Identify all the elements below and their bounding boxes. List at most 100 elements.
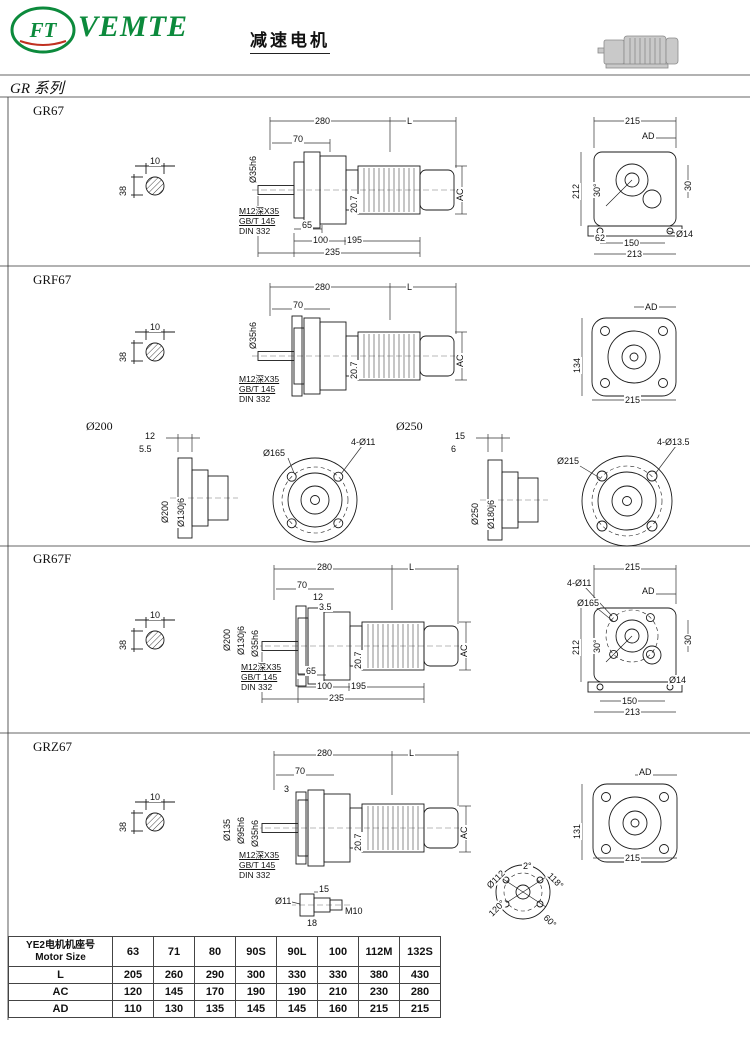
dim-label: 30° bbox=[592, 182, 602, 198]
dim-label: 10 bbox=[149, 156, 162, 166]
dim-label: 235 bbox=[324, 247, 342, 257]
dim-label: 38 bbox=[118, 184, 128, 197]
dim-label: Ø180j6 bbox=[486, 498, 496, 530]
dim-label: L bbox=[408, 748, 416, 758]
dim-label: Ø130j6 bbox=[176, 496, 186, 528]
dim-label: Ø200 bbox=[160, 499, 170, 524]
dim-label: 65 bbox=[301, 220, 314, 230]
dim-label: 15 bbox=[318, 884, 331, 894]
thread-note: DIN 332 bbox=[240, 682, 274, 692]
dim-label: AD bbox=[644, 302, 659, 312]
dim-label: L bbox=[406, 116, 414, 126]
dim-label: 131 bbox=[572, 822, 582, 840]
dim-label: 38 bbox=[118, 350, 128, 363]
dim-label: 3.5 bbox=[318, 602, 333, 612]
dim-label: L bbox=[406, 282, 414, 292]
dim-label: 100 bbox=[312, 235, 330, 245]
row-label: AC bbox=[8, 983, 113, 1001]
dim-label: AD bbox=[638, 767, 653, 777]
dim-label: 212 bbox=[571, 638, 581, 656]
dim-label: Ø165 bbox=[576, 598, 601, 608]
table-header-cell: 71 bbox=[153, 936, 195, 967]
table-header-cell: 100 bbox=[317, 936, 359, 967]
dim-label: 150 bbox=[623, 238, 641, 248]
dim-label: 215 bbox=[624, 853, 642, 863]
dim-label: Ø215 bbox=[556, 456, 581, 466]
dim-label: 150 bbox=[621, 696, 639, 706]
dim-label: 213 bbox=[624, 707, 642, 717]
dim-label: M10 bbox=[344, 906, 364, 916]
section-title: GRZ67 bbox=[33, 739, 72, 754]
thread-note: GB/T 145 bbox=[240, 672, 279, 682]
flange-title: Ø250 bbox=[396, 419, 423, 433]
dim-label: AD bbox=[641, 586, 656, 596]
thread-note: GB/T 145 bbox=[238, 216, 277, 226]
thread-note: GB/T 145 bbox=[238, 384, 277, 394]
dim-label: 134 bbox=[572, 356, 582, 374]
dim-label: 4-Ø11 bbox=[350, 437, 377, 447]
dim-label: 280 bbox=[316, 562, 334, 572]
dim-label: 4-Ø11 bbox=[566, 578, 593, 588]
table-cell: 190 bbox=[276, 983, 318, 1001]
table-cell: 430 bbox=[399, 966, 441, 984]
table-header-cell: 80 bbox=[194, 936, 236, 967]
table-header-cell: YE2电机机座号 Motor Size bbox=[8, 936, 113, 967]
dim-label: Ø200 bbox=[222, 627, 232, 652]
table-cell: 215 bbox=[358, 1000, 400, 1018]
dim-label: Ø11 bbox=[274, 896, 293, 906]
dim-label: 38 bbox=[118, 820, 128, 833]
dim-label: Ø95h6 bbox=[236, 815, 246, 845]
dim-label: 38 bbox=[118, 638, 128, 651]
dim-label: 100 bbox=[316, 681, 334, 691]
thread-note: M12深X35 bbox=[240, 662, 283, 672]
table-header-line1: YE2电机机座号 bbox=[26, 939, 95, 951]
dim-label: L bbox=[408, 562, 416, 572]
dim-label: AC bbox=[459, 643, 469, 658]
dim-label: 70 bbox=[292, 300, 305, 310]
spec-table: YE2电机机座号 Motor Size 63 71 80 90S 90L 100… bbox=[8, 936, 441, 1018]
dim-label: 20.7 bbox=[349, 360, 359, 380]
table-cell: 110 bbox=[112, 1000, 154, 1018]
table-cell: 330 bbox=[276, 966, 318, 984]
thread-note: M12深X35 bbox=[238, 206, 281, 216]
dim-label: Ø35h6 bbox=[250, 818, 260, 848]
dim-label: 212 bbox=[571, 182, 581, 200]
dim-label: AC bbox=[455, 187, 465, 202]
dim-label: 70 bbox=[292, 134, 305, 144]
thread-note: DIN 332 bbox=[238, 394, 272, 404]
dim-label: AC bbox=[455, 353, 465, 368]
dim-label: 10 bbox=[149, 610, 162, 620]
table-header-cell: 63 bbox=[112, 936, 154, 967]
table-header-cell: 90L bbox=[276, 936, 318, 967]
brand-name: VEMTE bbox=[78, 10, 189, 43]
table-cell: 380 bbox=[358, 966, 400, 984]
dim-label: Ø135 bbox=[222, 817, 232, 842]
dim-label: 10 bbox=[149, 792, 162, 802]
table-cell: 120 bbox=[112, 983, 154, 1001]
dim-label: 20.7 bbox=[353, 650, 363, 670]
table-cell: 330 bbox=[317, 966, 359, 984]
dim-label: 20.7 bbox=[349, 194, 359, 214]
dim-label: 213 bbox=[626, 249, 644, 259]
table-cell: 210 bbox=[317, 983, 359, 1001]
table-cell: 145 bbox=[153, 983, 195, 1001]
dim-label: 30 bbox=[683, 633, 693, 646]
logo-monogram: FT bbox=[29, 18, 58, 42]
table-cell: 160 bbox=[317, 1000, 359, 1018]
table-cell: 190 bbox=[235, 983, 277, 1001]
table-row: AC 120 145 170 190 190 210 230 280 bbox=[8, 983, 441, 1001]
dim-label: 30° bbox=[592, 638, 602, 654]
row-label: L bbox=[8, 966, 113, 984]
dim-label: 280 bbox=[316, 748, 334, 758]
table-cell: 280 bbox=[399, 983, 441, 1001]
table-cell: 135 bbox=[194, 1000, 236, 1018]
dim-label: 70 bbox=[294, 766, 307, 776]
dim-label: 5.5 bbox=[138, 444, 153, 454]
dim-label: 18 bbox=[306, 918, 319, 928]
dim-label: 62 bbox=[594, 233, 607, 243]
dim-label: 280 bbox=[314, 116, 332, 126]
thread-note: M12深X35 bbox=[238, 374, 281, 384]
dim-label: 195 bbox=[346, 235, 364, 245]
thread-note: DIN 332 bbox=[238, 870, 272, 880]
